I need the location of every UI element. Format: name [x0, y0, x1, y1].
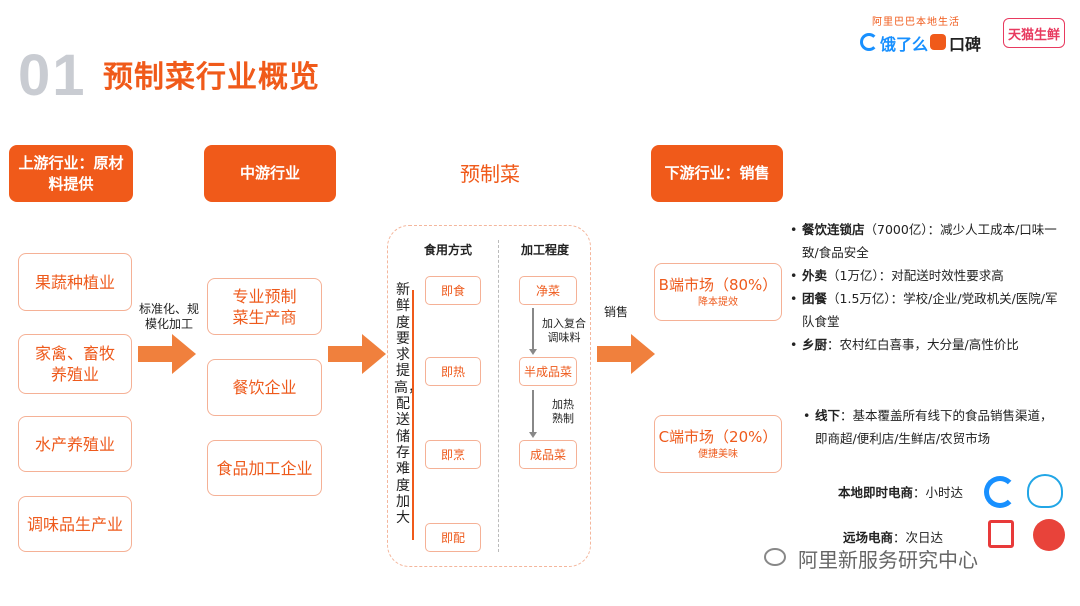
- b-bullet-takeout-text: （1万亿）：对配送时效性要求高: [827, 268, 1004, 283]
- c-bullet-offline-text: ：基本覆盖所有线下的食品销售渠道，即商超/便利店/生鲜店/农贸市场: [815, 408, 1053, 446]
- b-bullet-chain-text: （7000亿）：减少人工成本/口味一致/食品安全: [802, 222, 1057, 260]
- method-instant-eat: 即食: [425, 276, 481, 305]
- stage-semi-finished: 半成品菜: [519, 357, 577, 386]
- midstream-item-3: 食品加工企业: [207, 440, 322, 496]
- step-1-label: 加入复合调味料: [542, 317, 586, 344]
- upstream-item-1: 果蔬种植业: [18, 253, 132, 311]
- upstream-item-4: 调味品生产业: [18, 496, 132, 552]
- b-bullet-rural: • 乡厨：农村红白喜事，大分量/高性价比: [790, 337, 1019, 352]
- c-market-bullets: • 线下：基本覆盖所有线下的食品销售渠道，即商超/便利店/生鲜店/农贸市场: [803, 404, 1065, 450]
- remote-ecommerce-text: ：次日达: [893, 530, 944, 545]
- midstream-item-2: 餐饮企业: [207, 359, 322, 416]
- step-2-label: 加热熟制: [552, 398, 574, 425]
- b-market-title: B端市场（80%）: [658, 275, 778, 294]
- method-instant-cook: 即烹: [425, 440, 481, 469]
- freshness-note: 新鲜度要求提高，配送储存难度加大: [394, 282, 422, 527]
- panel-divider: [498, 240, 499, 552]
- midstream-item-1: 专业预制菜生产商: [207, 278, 322, 335]
- b-bullet-group-meal: • 团餐（1.5万亿）：学校/企业/党政机关/医院/军队食堂: [790, 291, 1058, 329]
- eleme-icon: [860, 33, 878, 51]
- local-ecommerce-text: ：小时达: [913, 485, 964, 500]
- hippo-app-icon: [1027, 474, 1063, 508]
- prepared-header: 预制菜: [460, 162, 520, 186]
- freshness-line: [412, 290, 414, 540]
- watermark-text: 阿里新服务研究中心: [798, 548, 978, 572]
- method-instant-heat: 即热: [425, 357, 481, 386]
- b-market-box: B端市场（80%） 降本提效: [654, 263, 782, 321]
- midstream-arrow: [328, 334, 386, 374]
- stage-finished: 成品菜: [519, 440, 577, 469]
- step-arrow-2: [532, 390, 534, 434]
- b-bullet-takeout: • 外卖（1万亿）：对配送时效性要求高: [790, 268, 1004, 283]
- remote-ecommerce: 远场电商：次日达: [843, 526, 943, 549]
- b-market-subtitle: 降本提效: [698, 296, 738, 308]
- b-bullet-chain: • 餐饮连锁店（7000亿）：减少人工成本/口味一致/食品安全: [790, 222, 1057, 260]
- sales-arrow: [597, 334, 655, 374]
- koubei-logo-text: 口碑: [949, 35, 982, 54]
- upstream-item-2: 家禽、畜牧养殖业: [18, 334, 132, 394]
- upstream-item-3: 水产养殖业: [18, 416, 132, 472]
- c-market-box: C端市场（20%） 便捷美味: [654, 415, 782, 473]
- c-market-title: C端市场（20%）: [658, 427, 778, 446]
- sales-arrow-label: 销售: [604, 305, 629, 319]
- upstream-arrow: [138, 334, 196, 374]
- b-bullet-chain-label: 餐饮连锁店: [802, 222, 865, 237]
- eleme-app-icon: [984, 476, 1016, 508]
- c-bullet-offline: • 线下：基本覆盖所有线下的食品销售渠道，即商超/便利店/生鲜店/农贸市场: [803, 408, 1053, 446]
- b-bullet-rural-label: 乡厨: [802, 337, 828, 352]
- tmall-fresh-logo-text: 天猫生鲜: [1007, 27, 1060, 43]
- step-arrow-2-head: [529, 432, 537, 438]
- stage-clean-veg: 净菜: [519, 276, 577, 305]
- local-ecommerce-label: 本地即时电商: [838, 485, 914, 500]
- b-bullet-rural-text: ：农村红白喜事，大分量/高性价比: [827, 337, 1019, 352]
- hema-app-icon: [1033, 519, 1065, 551]
- b-bullet-group-meal-text: （1.5万亿）：学校/企业/党政机关/医院/军队食堂: [802, 291, 1058, 329]
- slogan-text: 阿里巴巴本地生活: [872, 17, 960, 28]
- b-market-bullets: • 餐饮连锁店（7000亿）：减少人工成本/口味一致/食品安全 • 外卖（1万亿…: [790, 218, 1062, 356]
- midstream-header: 中游行业: [204, 145, 336, 202]
- local-ecommerce: 本地即时电商：小时达: [838, 481, 963, 504]
- b-bullet-takeout-label: 外卖: [802, 268, 828, 283]
- step-arrow-1: [532, 308, 534, 352]
- upstream-header: 上游行业：原材料提供: [9, 145, 133, 202]
- downstream-header: 下游行业：销售: [651, 145, 783, 202]
- c-market-subtitle: 便捷美味: [698, 448, 738, 460]
- section-number: 01: [18, 43, 87, 108]
- consumption-method-title: 食用方式: [424, 243, 473, 257]
- step-arrow-1-head: [529, 349, 537, 355]
- prepared-panel: [387, 225, 591, 567]
- remote-ecommerce-label: 远场电商: [843, 530, 894, 545]
- logo-area: 阿里巴巴本地生活 饿了么 口碑: [860, 14, 1060, 54]
- upstream-arrow-label: 标准化、规模化加工: [138, 302, 199, 331]
- koubei-icon: [930, 34, 946, 50]
- page-title: 预制菜行业概览: [103, 60, 320, 95]
- processing-level-title: 加工程度: [521, 243, 570, 257]
- eleme-logo-text: 饿了么: [880, 35, 929, 54]
- c-bullet-offline-label: 线下: [815, 408, 841, 423]
- tmall-bag-icon: [988, 520, 1014, 548]
- method-instant-mix: 即配: [425, 523, 481, 552]
- tmall-fresh-logo: 天猫生鲜: [1003, 18, 1065, 48]
- b-bullet-group-meal-label: 团餐: [802, 291, 828, 306]
- wechat-icon: [764, 548, 786, 566]
